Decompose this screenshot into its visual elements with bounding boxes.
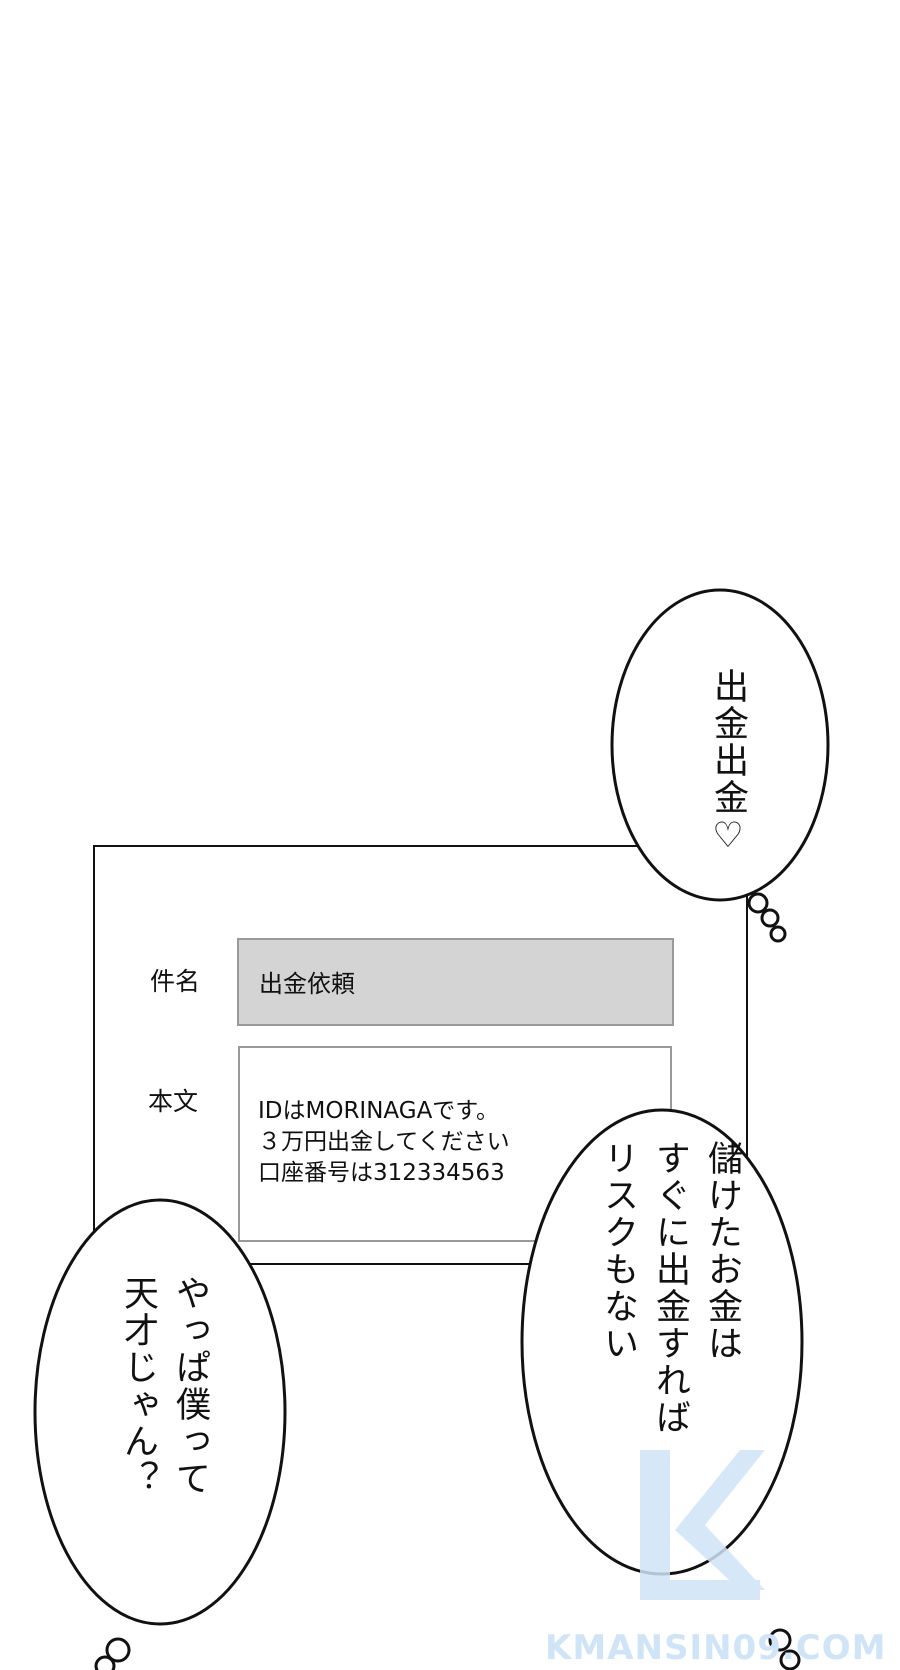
bubble-line: やっぱ僕って: [170, 1275, 210, 1497]
bubble-line: すぐに出金すれば: [650, 1140, 690, 1436]
bubble-bottom-left: [33, 1198, 287, 1626]
thought-dot: [779, 1649, 801, 1670]
body-line: IDはMORINAGAです。: [258, 1098, 499, 1124]
thought-dot: [768, 1628, 792, 1652]
thought-dot: [94, 1655, 116, 1670]
thought-dot: [105, 1637, 131, 1663]
bubble-line: 天才じゃん？: [118, 1275, 158, 1497]
subject-field[interactable]: 出金依頼: [237, 938, 674, 1026]
bubble-top-right-text: 出金出金♡: [708, 668, 748, 858]
thought-dot: [769, 925, 787, 943]
bubble-bottom-right-text: 儲けたお金は すぐに出金すれば リスクもない: [592, 1140, 748, 1436]
watermark-logo: [640, 1450, 765, 1600]
thought-dot: [760, 908, 780, 928]
body-line: ３万円出金してください: [258, 1129, 510, 1155]
thought-dot: [747, 892, 769, 914]
bubble-line: 儲けたお金は: [702, 1140, 742, 1362]
watermark-text: KMANSIN09.COM: [545, 1628, 887, 1668]
bubble-top-right: [610, 588, 830, 902]
bubble-line: リスクもない: [598, 1140, 638, 1362]
subject-label: 件名: [150, 967, 201, 996]
body-label: 本文: [148, 1087, 199, 1116]
body-line: 口座番号は312334563: [258, 1160, 505, 1186]
bubble-bottom-left-text: やっぱ僕って 天才じゃん？: [112, 1275, 216, 1497]
